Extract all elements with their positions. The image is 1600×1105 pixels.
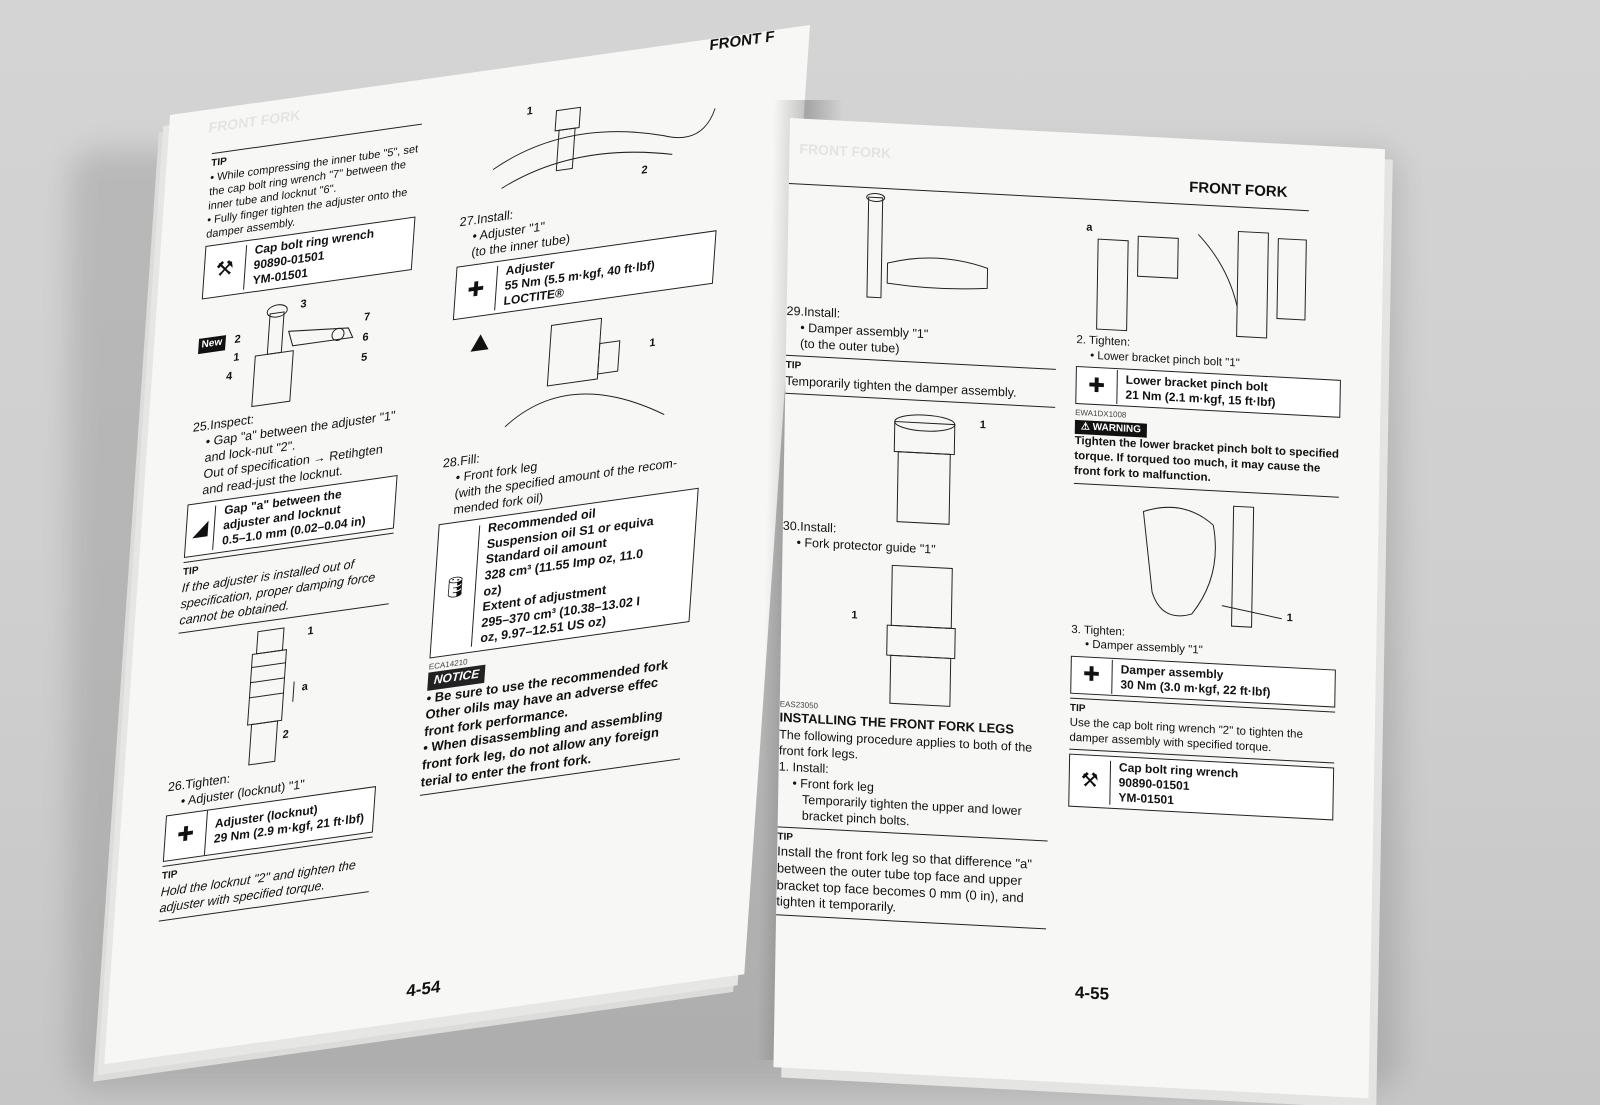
callout: 5 (360, 351, 368, 365)
fork-protector-guide-illustration (886, 564, 956, 707)
left-page-header: FRONT F (708, 27, 776, 55)
fork-top-illustration (492, 106, 716, 189)
wrench-icon: ⚒ (1069, 758, 1112, 805)
warning-label-text: WARNING (1092, 421, 1142, 436)
figure-cap-bolt-wrench: New 1 2 3 4 5 6 7 (193, 274, 411, 420)
left-column-2: 1 2 27.Install: • Adjuster "1" (to the i… (419, 67, 728, 801)
damper-top-illustration (893, 414, 956, 525)
callout: 1 (648, 336, 656, 350)
callout: 2 (282, 728, 290, 742)
gauge-icon: ◢ (185, 505, 217, 554)
damper-tighten-illustration (1142, 505, 1282, 628)
callout: 1 (1286, 611, 1293, 624)
adjuster-gap-illustration (247, 627, 295, 766)
figure-adjuster-install: 1 (443, 288, 712, 456)
figure-bracket: a (1077, 218, 1344, 347)
callout: 3 (300, 297, 307, 311)
wrench-icon: ⚒ (203, 244, 248, 296)
left-page-number: 4-54 (405, 976, 442, 1001)
callout: 7 (363, 311, 371, 324)
torque-wrench-icon: ✚ (1076, 368, 1118, 405)
torque-wrench-icon: ✚ (1071, 657, 1113, 694)
torque-wrench-icon: ✚ (163, 810, 208, 861)
damper-install-illustration (866, 192, 989, 299)
figure-damper-install (787, 188, 1059, 317)
right-page-header: FRONT FORK (1189, 178, 1288, 202)
bleed-through-text: FRONT FORK (208, 106, 302, 136)
callout: 1 (979, 418, 987, 432)
callout: 1 (526, 104, 534, 118)
callout: a (1086, 221, 1093, 234)
adjuster-install-illustration (470, 317, 665, 428)
spec-box-cap-bolt-ring-wrench-2: ⚒ Cap bolt ring wrench 90890-01501 YM-01… (1068, 753, 1335, 821)
callout: 2 (641, 163, 649, 177)
left-page: FRONT FORK FRONT F TIP • While compressi… (104, 25, 810, 1065)
figure-adjuster-gap: 1 a 2 (169, 608, 389, 779)
bracket-illustration (1096, 230, 1307, 339)
right-column-1: 29.Install: • Damper assembly "1" (to th… (776, 188, 1059, 933)
right-page: FRONT FORK FRONT FORK 29.Install: • Damp… (773, 118, 1385, 1099)
figure-damper-tighten: 1 (1071, 487, 1338, 636)
figure-fork-protector-guide: 1 (780, 549, 1053, 713)
fork-adjuster-illustration (251, 304, 354, 408)
right-page-number: 4-55 (1074, 982, 1110, 1004)
callout: 4 (225, 370, 233, 384)
left-column-1: TIP • While compressing the inner tube "… (158, 120, 422, 926)
bleed-through-text: FRONT FORK (799, 140, 892, 162)
callout: 6 (362, 331, 370, 345)
figure-damper-top: 1 (783, 398, 1055, 532)
torque-wrench-icon: ✚ (454, 265, 499, 316)
callout: 1 (851, 609, 858, 622)
warning-triangle-icon: ⚠ (1080, 420, 1090, 433)
callout: 2 (234, 333, 242, 347)
tip-text: Install the front fork leg so that diffe… (776, 843, 1033, 915)
callout: a (301, 680, 309, 694)
figure-fork-top: 1 2 (460, 67, 728, 215)
right-column-2: a 2. Tighten: • Lower bracket pinch bolt… (1068, 218, 1343, 825)
callout: 1 (307, 624, 315, 638)
callout: 1 (232, 351, 240, 365)
